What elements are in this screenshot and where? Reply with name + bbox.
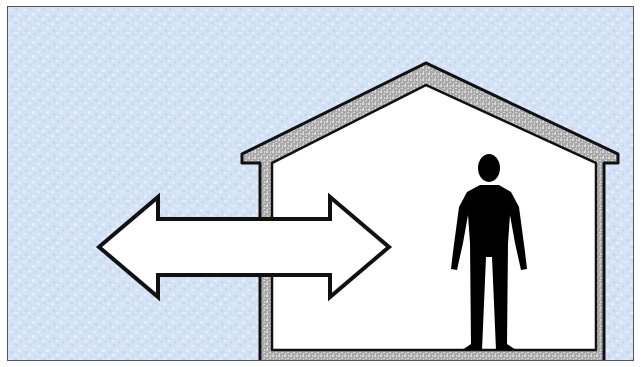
person-head <box>478 154 500 182</box>
diagram-canvas <box>8 7 633 360</box>
diagram-frame <box>7 6 634 361</box>
